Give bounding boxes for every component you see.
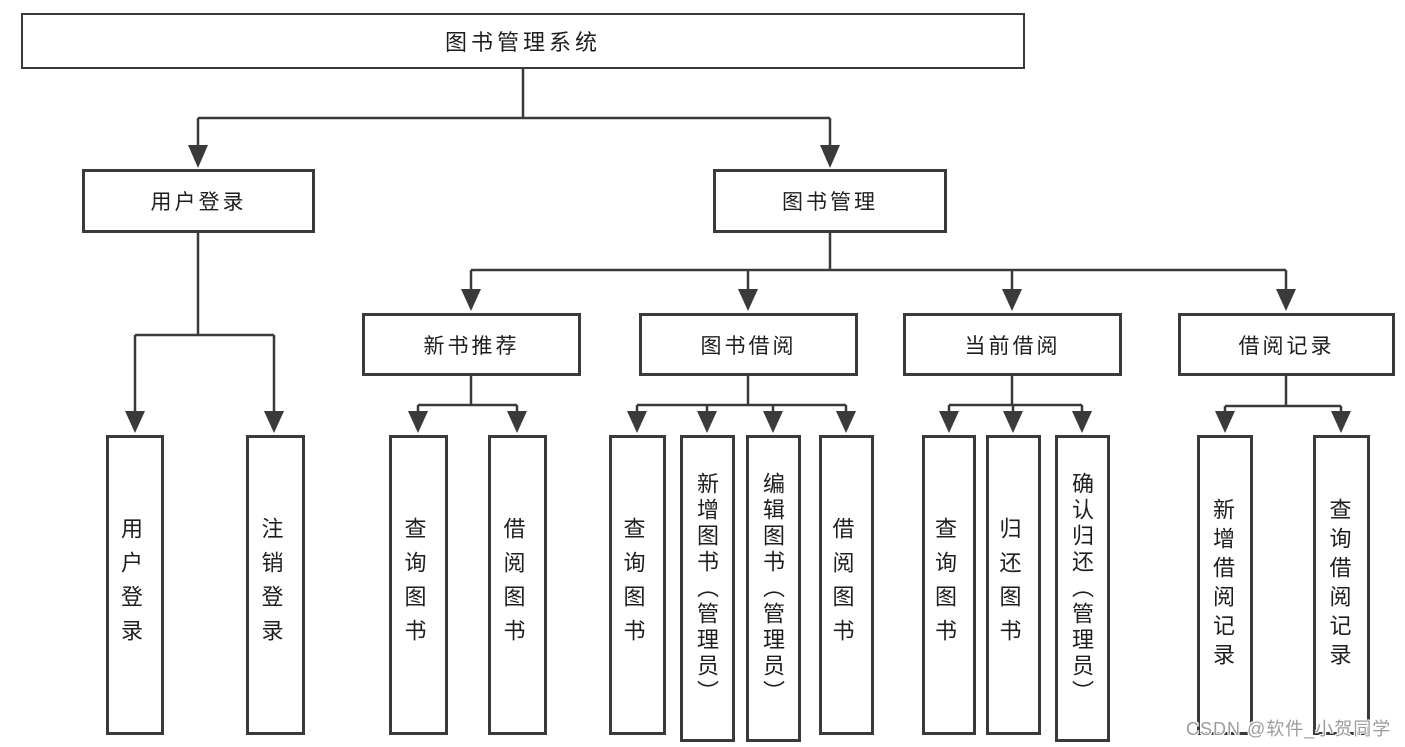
leaf-query-books-current: 查询图书 [922, 435, 976, 735]
leaf-add-borrow-record: 新增借阅记录 [1197, 435, 1253, 735]
leaf-logout: 注销登录 [246, 435, 305, 735]
leaf-borrow-books-newbook: 借阅图书 [488, 435, 547, 735]
node-borrow-records: 借阅记录 [1178, 313, 1395, 376]
csdn-watermark: CSDN @软件_小贺同学 [1186, 719, 1392, 739]
node-new-book-recommendation: 新书推荐 [362, 313, 581, 376]
leaf-query-books-newbook: 查询图书 [389, 435, 448, 735]
leaf-edit-book-admin: 编辑图书（管理员） [746, 435, 801, 742]
leaf-query-books-borrowing: 查询图书 [609, 435, 666, 735]
arrowhead-icons [125, 145, 1351, 433]
leaf-user-login: 用户登录 [106, 435, 164, 735]
node-library-management-system: 图书管理系统 [21, 13, 1025, 69]
node-book-management: 图书管理 [713, 169, 947, 233]
node-book-borrowing: 图书借阅 [639, 313, 858, 376]
leaf-borrow-books-borrowing: 借阅图书 [819, 435, 874, 735]
leaf-query-borrow-record: 查询借阅记录 [1313, 435, 1370, 735]
leaf-return-book: 归还图书 [986, 435, 1041, 735]
node-current-borrowing: 当前借阅 [903, 313, 1122, 376]
leaf-add-book-admin: 新增图书（管理员） [680, 435, 735, 742]
node-user-login: 用户登录 [82, 169, 315, 233]
leaf-confirm-return-admin: 确认归还（管理员） [1055, 435, 1110, 742]
